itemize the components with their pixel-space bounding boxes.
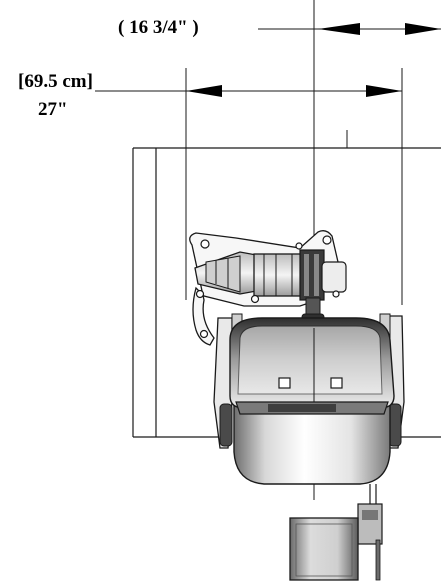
right-handle <box>388 403 402 447</box>
bolt-icon <box>199 329 209 339</box>
bolt-icon <box>332 290 340 298</box>
bolt-icon <box>250 294 260 304</box>
motor-coupling <box>299 249 325 301</box>
width-dimension-imperial-label: 27" <box>38 99 68 120</box>
power-cable <box>375 539 381 581</box>
depth-dimension-arrow-right <box>405 23 441 35</box>
width-dimension-arrow-right <box>366 85 402 97</box>
drive-shaft <box>305 297 321 317</box>
left-handle <box>219 403 233 447</box>
bolt-icon <box>200 239 210 249</box>
bolt-icon <box>322 235 332 245</box>
control-box <box>289 517 359 581</box>
width-dimension: [69.5 cm] 27" <box>18 68 403 305</box>
bolt-icon <box>295 242 303 250</box>
width-dimension-metric-label: [69.5 cm] <box>18 71 93 92</box>
depth-dimension-arrow-left <box>318 23 360 35</box>
drive-assembly <box>189 230 347 346</box>
bolt-icon <box>195 289 205 299</box>
latch-icon <box>330 377 343 389</box>
motor-end-cap <box>321 261 347 293</box>
latch-icon <box>278 377 291 389</box>
control-unit <box>289 484 383 581</box>
depth-dimension-label: ( 16 3/4" ) <box>118 17 199 38</box>
width-dimension-arrow-left <box>186 85 222 97</box>
mixing-bowl <box>229 317 395 485</box>
